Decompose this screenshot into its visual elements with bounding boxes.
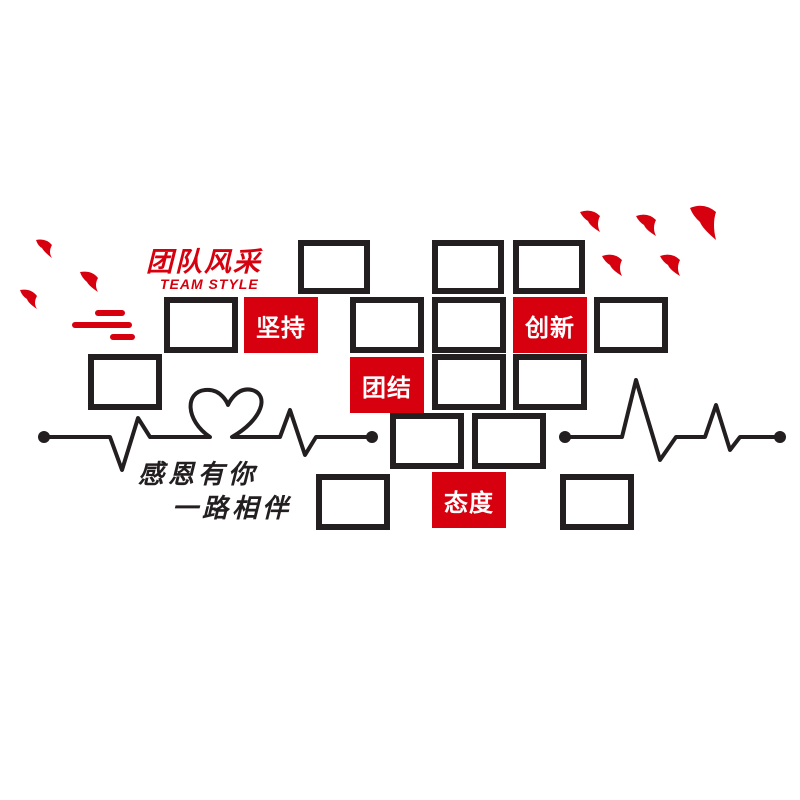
photo-frame: [513, 240, 585, 294]
bird-icon: [580, 210, 600, 232]
bird-icon: [20, 289, 37, 309]
tile-attitude: 态度: [432, 472, 506, 528]
photo-frame: [298, 240, 370, 294]
photo-frame: [594, 297, 668, 353]
bird-icon: [80, 271, 98, 292]
page-subtitle: TEAM STYLE: [160, 276, 259, 292]
tile-unity: 团结: [350, 357, 424, 413]
photo-frame: [513, 354, 587, 410]
photo-frame: [432, 297, 506, 353]
photo-frame: [164, 297, 238, 353]
heartbeat-line-icon: [565, 378, 780, 462]
page-title: 团队风采: [146, 247, 262, 278]
bird-icon: [690, 205, 716, 240]
tile-persistence: 坚持: [244, 297, 318, 353]
photo-frame: [432, 240, 504, 294]
slogan-line-1: 感恩有你: [138, 460, 259, 490]
tile-innovation: 创新: [513, 297, 587, 353]
photo-frame: [350, 297, 424, 353]
photo-frame: [390, 413, 464, 469]
heartbeat-line-icon: [44, 387, 372, 472]
bird-icon: [660, 254, 680, 276]
bird-icon: [636, 214, 656, 236]
speed-lines-icon: [72, 310, 135, 340]
slogan-line-2: 一路相伴: [172, 494, 293, 524]
photo-frame: [560, 474, 634, 530]
bird-icon: [36, 239, 52, 258]
bird-icon: [602, 254, 622, 276]
birds: [20, 205, 716, 309]
photo-frame: [316, 474, 390, 530]
photo-frame: [432, 354, 506, 410]
photo-frame: [88, 354, 162, 410]
photo-frame: [472, 413, 546, 469]
